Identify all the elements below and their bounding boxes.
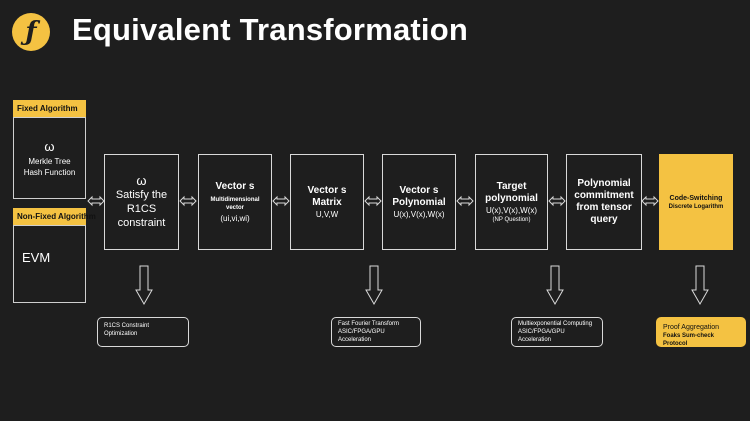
stage-vector-s: Vector s Multidimensional vector (ui,vi,… xyxy=(198,154,272,250)
stage-title: Polynomial xyxy=(577,178,631,189)
down-arrow-icon xyxy=(135,265,153,306)
stage-r1cs: ω Satisfy the R1CS constraint xyxy=(104,154,179,250)
coin-f-icon: ƒ xyxy=(25,17,37,47)
stage-title2: Polynomial xyxy=(392,196,446,208)
double-arrow-icon xyxy=(456,196,474,206)
non-fixed-algorithm-label: Non-Fixed Algorithm xyxy=(13,208,96,225)
stage-code-switching: Code-Switching Discrete Logarithm xyxy=(659,154,733,250)
stage-title2: Matrix xyxy=(312,196,342,208)
fixed-line-2: Hash Function xyxy=(23,167,76,177)
note-line2: Foaks Sum-check Protocol xyxy=(663,333,715,347)
stage-r1cs-line1: Satisfy the xyxy=(115,189,168,201)
stage-title: Target xyxy=(496,180,527,192)
fixed-algorithm-label: Fixed Algorithm xyxy=(13,100,86,117)
double-arrow-icon xyxy=(641,196,659,206)
non-fixed-algorithm-box: EVM xyxy=(13,225,86,303)
omega-symbol: ω xyxy=(44,138,55,154)
stage-r1cs-line2: R1CS xyxy=(126,203,157,215)
stage-detail: U,V,W xyxy=(315,209,339,219)
stage-title: Vector s xyxy=(399,184,439,196)
omega-symbol: ω xyxy=(136,173,147,188)
note-line3: Acceleration xyxy=(338,337,372,343)
note-line2: ASIC/FPGA/GPU xyxy=(518,329,565,335)
stage-vector-polynomial: Vector s Polynomial U(x),V(x),W(x) xyxy=(382,154,456,250)
double-arrow-icon xyxy=(87,196,105,206)
stage-title: Vector s xyxy=(215,180,255,192)
stage-detail: U(x),V(x),W(x) xyxy=(393,209,445,219)
page-title: Equivalent Transformation xyxy=(72,12,469,47)
note-multiexp-acceleration: Multiexponential Computing ASIC/FPGA/GPU… xyxy=(511,317,603,347)
stage-note: (NP Question) xyxy=(492,216,531,223)
down-arrow-icon xyxy=(546,265,564,306)
down-arrow-icon xyxy=(691,265,709,306)
stage-polynomial-commitment: Polynomial commitment from tensor query xyxy=(566,154,642,250)
stage-sub1: Multidimensional xyxy=(210,196,260,203)
note-line2: Optimization xyxy=(104,331,138,337)
double-arrow-icon xyxy=(272,196,290,206)
note-line1: Proof Aggregation xyxy=(663,324,720,331)
note-r1cs-optimization: R1CS Constraint Optimization xyxy=(97,317,189,347)
note-proof-aggregation: Proof Aggregation Foaks Sum-check Protoc… xyxy=(656,317,746,347)
stage-sub2: vector xyxy=(225,204,244,211)
stage-detail: (ui,vi,wi) xyxy=(220,213,250,223)
double-arrow-icon xyxy=(179,196,197,206)
note-line1: R1CS Constraint xyxy=(104,323,150,329)
stage-title2: polynomial xyxy=(485,192,538,204)
double-arrow-icon xyxy=(364,196,382,206)
down-arrow-icon xyxy=(365,265,383,306)
stage-sub1: Discrete Logarithm xyxy=(668,203,724,210)
stage-r1cs-line3: constraint xyxy=(117,217,166,229)
note-line2: ASIC/FPGA/GPU xyxy=(338,329,385,335)
evm-label: EVM xyxy=(22,250,51,265)
stage-title3: from tensor xyxy=(576,202,632,213)
note-line1: Fast Fourier Transform xyxy=(338,321,400,327)
stage-title: Vector s xyxy=(307,184,347,196)
stage-title2: commitment xyxy=(574,190,634,201)
logo: ƒ xyxy=(12,13,50,51)
fixed-algorithm-box: ω Merkle Tree Hash Function xyxy=(13,117,86,199)
stage-title4: query xyxy=(590,214,618,225)
note-line1: Multiexponential Computing xyxy=(518,321,593,327)
fixed-line-1: Merkle Tree xyxy=(28,156,71,166)
stage-detail: U(x),V(x),W(x) xyxy=(485,205,538,215)
stage-vector-matrix: Vector s Matrix U,V,W xyxy=(290,154,364,250)
note-line3: Acceleration xyxy=(518,337,552,343)
double-arrow-icon xyxy=(548,196,566,206)
stage-target-polynomial: Target polynomial U(x),V(x),W(x) (NP Que… xyxy=(475,154,548,250)
note-fft-acceleration: Fast Fourier Transform ASIC/FPGA/GPU Acc… xyxy=(331,317,421,347)
stage-title: Code-Switching xyxy=(669,194,723,202)
